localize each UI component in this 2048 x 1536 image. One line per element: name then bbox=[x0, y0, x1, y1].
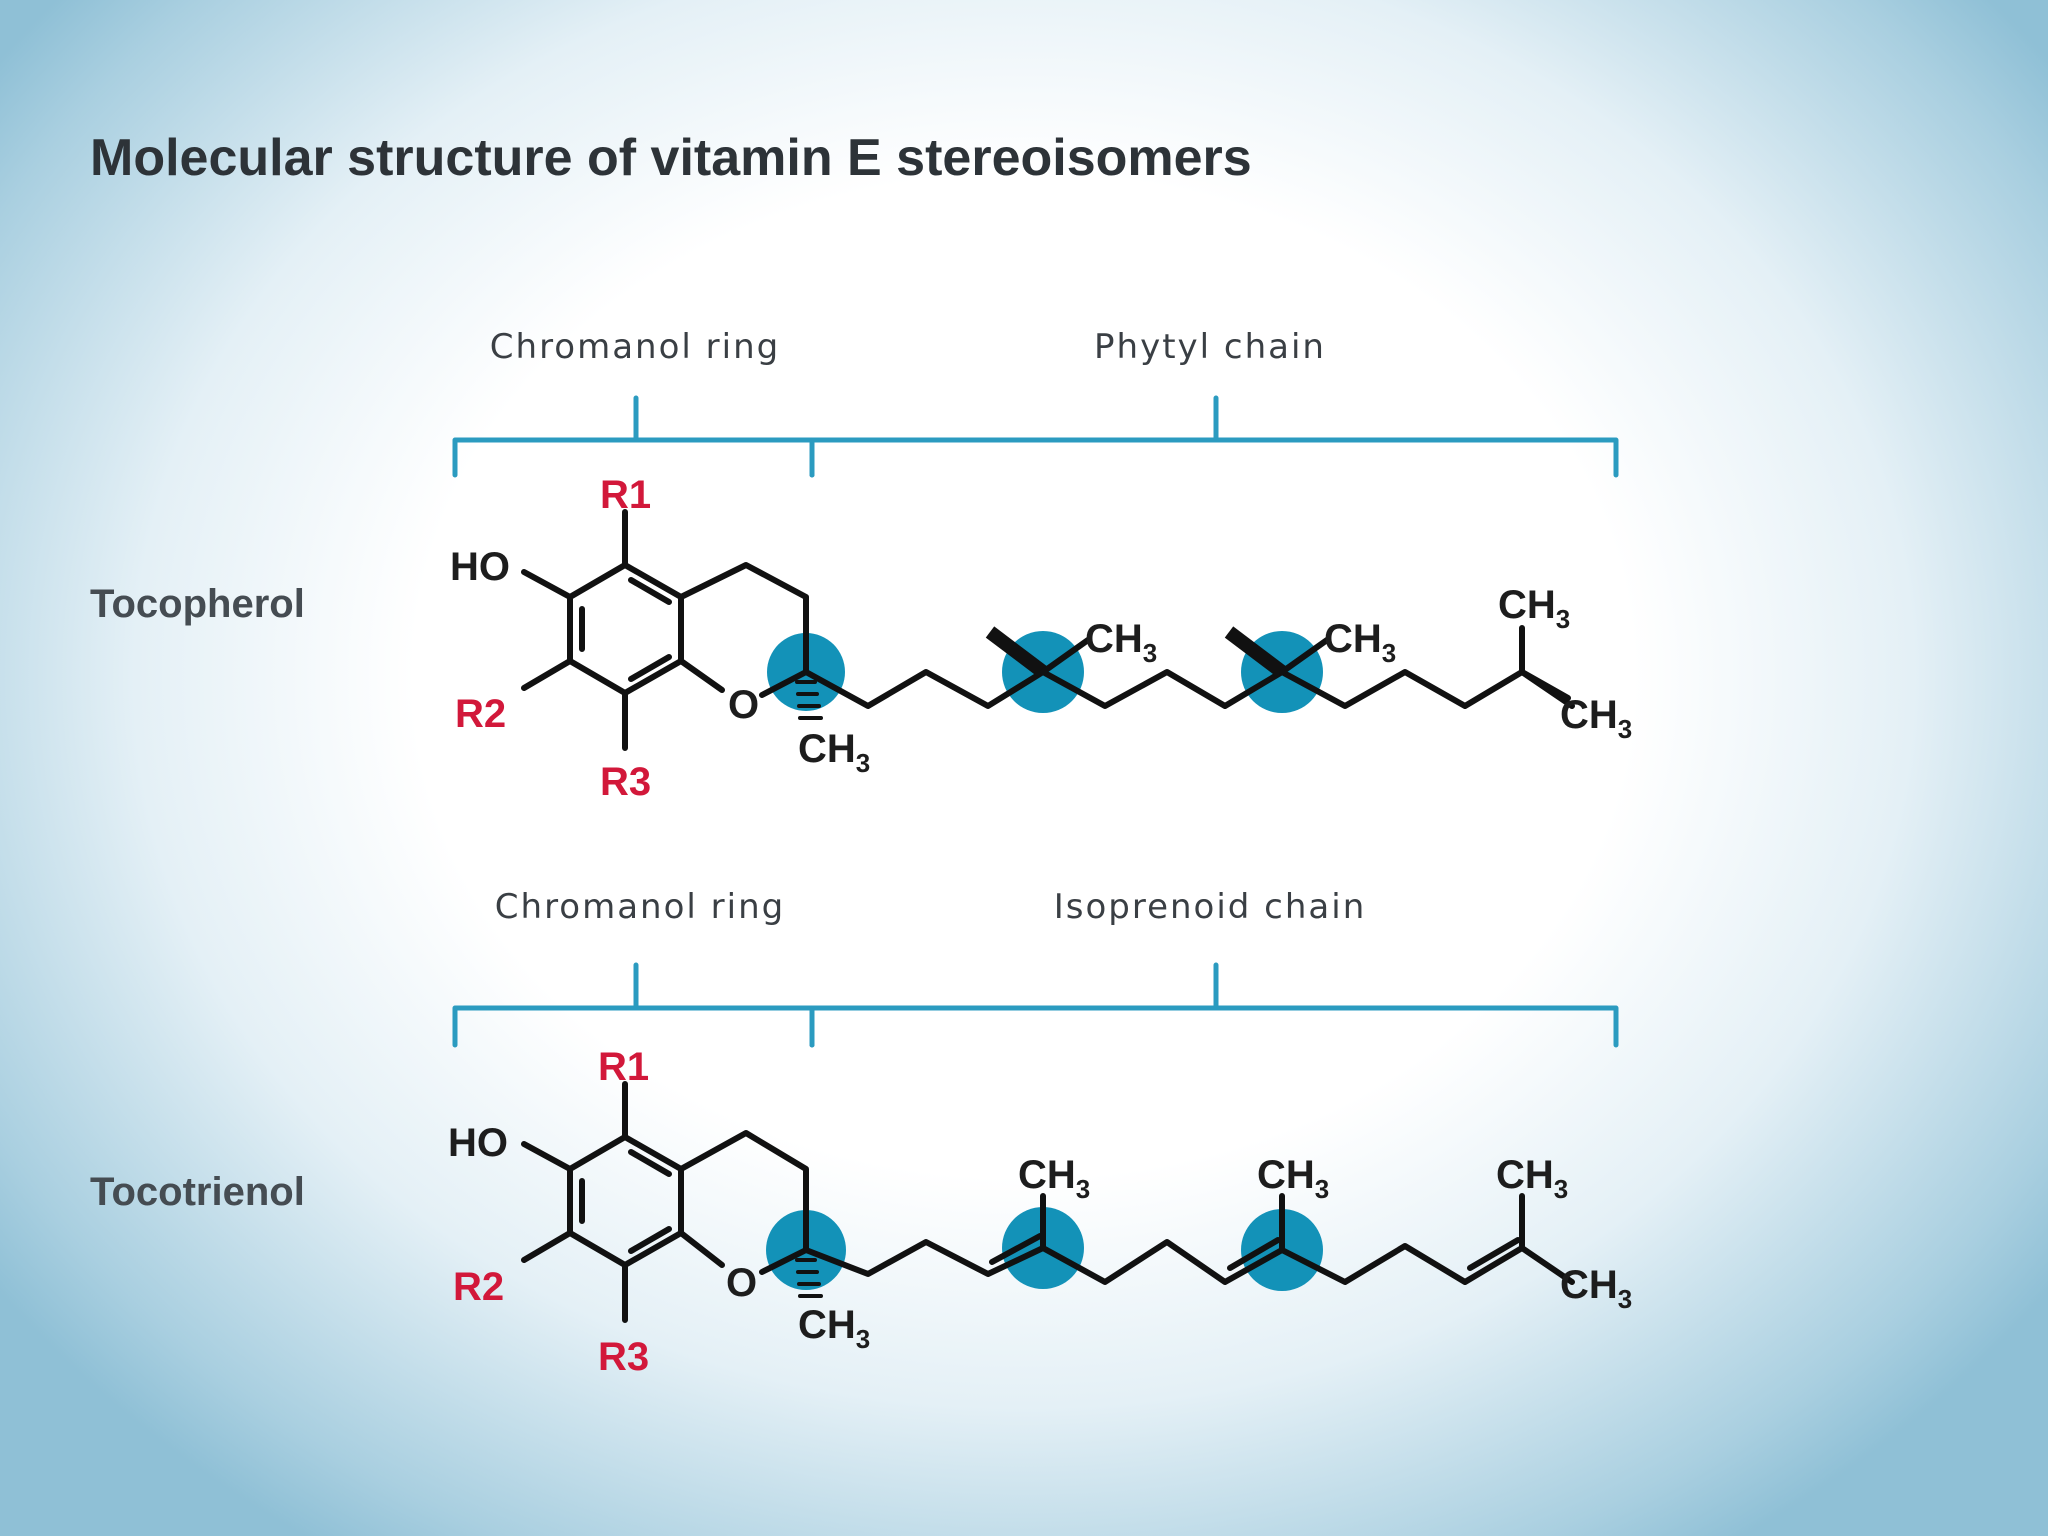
substituent-bonds bbox=[521, 1081, 628, 1323]
methyl-label: CH3 bbox=[1085, 617, 1157, 668]
tocopherol-structure: Chromanol ring Phytyl chain HO O R1 R2 R… bbox=[450, 327, 1632, 804]
methyl-label: CH3 bbox=[1498, 583, 1570, 634]
methyl-bonds bbox=[1040, 1193, 1525, 1253]
r1-label: R1 bbox=[600, 473, 651, 517]
page-title: Molecular structure of vitamin E stereoi… bbox=[90, 129, 1252, 187]
tocotrienol-label: Tocotrienol bbox=[90, 1170, 305, 1214]
wedge-bond bbox=[985, 626, 1048, 678]
aromatic-double-bonds bbox=[579, 1149, 672, 1254]
phytyl-chain-label: Phytyl chain bbox=[1094, 327, 1326, 367]
methyl-label: CH3 bbox=[1257, 1153, 1329, 1204]
chromanol-ring-brace bbox=[452, 395, 815, 478]
pyran-ring bbox=[678, 1130, 809, 1275]
benzene-ring bbox=[567, 1134, 684, 1268]
terminal-branches bbox=[1519, 625, 1571, 701]
isoprenoid-chain-backbone bbox=[803, 1239, 1575, 1285]
methyl-label: CH3 bbox=[1324, 617, 1396, 668]
tocopherol-label: Tocopherol bbox=[90, 582, 305, 626]
benzene-ring bbox=[567, 562, 684, 696]
chain-double-bonds bbox=[989, 1233, 1521, 1271]
ring-oxygen-label: O bbox=[728, 683, 759, 727]
methyl-label: CH3 bbox=[1496, 1153, 1568, 1204]
r3-label: R3 bbox=[598, 1335, 649, 1379]
pyran-ring bbox=[678, 562, 809, 698]
ring-oxygen-label: O bbox=[726, 1261, 757, 1305]
r1-label: R1 bbox=[598, 1045, 649, 1089]
stereo-hash-bond bbox=[795, 1258, 823, 1298]
methyl-bonds bbox=[1040, 637, 1330, 675]
methyl-label: CH3 bbox=[798, 1303, 870, 1354]
methyl-label: CH3 bbox=[1560, 693, 1632, 744]
isoprenoid-chain-brace bbox=[809, 962, 1619, 1048]
substituent-bonds bbox=[521, 509, 628, 751]
wedge-bond bbox=[1224, 626, 1287, 678]
tocotrienol-structure: Chromanol ring Isoprenoid chain HO O R1 … bbox=[448, 887, 1632, 1379]
hydroxyl-label: HO bbox=[450, 545, 510, 589]
isoprenoid-chain-label: Isoprenoid chain bbox=[1054, 887, 1367, 927]
chromanol-ring-label: Chromanol ring bbox=[490, 327, 780, 367]
methyl-label: CH3 bbox=[1018, 1153, 1090, 1204]
phytyl-chain-backbone bbox=[803, 669, 1575, 709]
stereo-hash-bond bbox=[795, 680, 823, 720]
r2-label: R2 bbox=[455, 692, 506, 736]
methyl-label: CH3 bbox=[798, 727, 870, 778]
r2-label: R2 bbox=[453, 1265, 504, 1309]
aromatic-double-bonds bbox=[579, 577, 672, 682]
phytyl-chain-brace bbox=[809, 395, 1619, 478]
methyl-label: CH3 bbox=[1560, 1263, 1632, 1314]
chromanol-ring-brace bbox=[452, 962, 815, 1048]
hydroxyl-label: HO bbox=[448, 1121, 508, 1165]
chromanol-ring-label: Chromanol ring bbox=[495, 887, 785, 927]
r3-label: R3 bbox=[600, 760, 651, 804]
